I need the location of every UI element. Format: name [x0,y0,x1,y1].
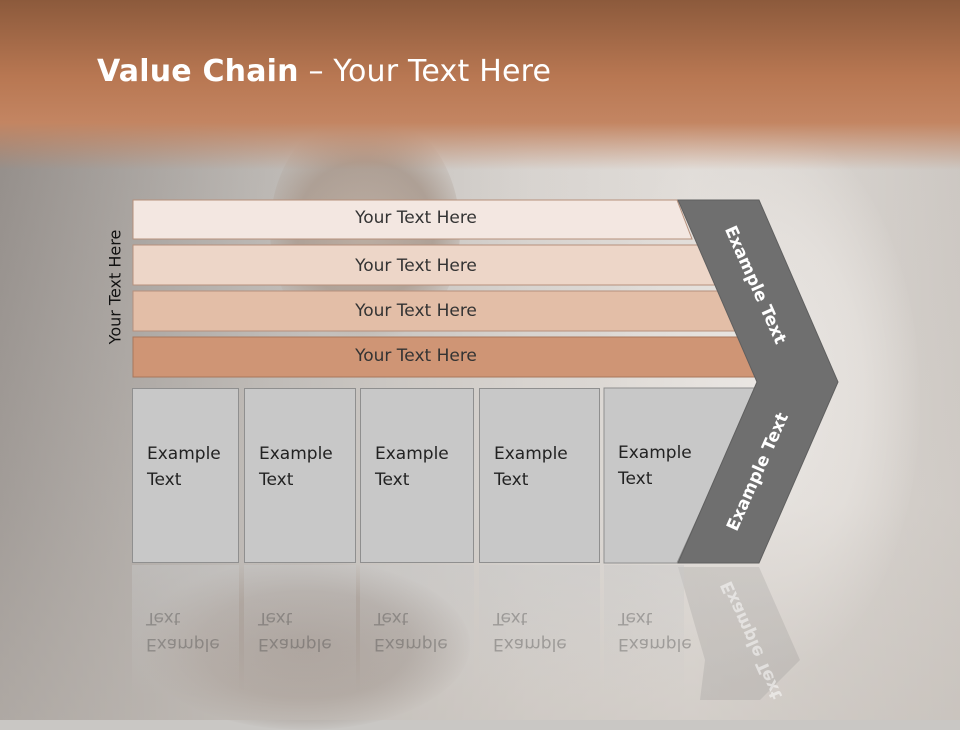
box-4-reflection-text: Example Text [493,605,567,657]
band-label-2: Your Text Here [355,256,477,276]
box-2-reflection-line1: Example [258,634,332,654]
box-4-line1: Example [494,444,568,464]
box-5-shape [603,387,758,564]
box-2-reflection: Example Text [244,565,356,695]
box-3-reflection: Example Text [360,565,474,695]
box-3-reflection-line1: Example [374,634,448,654]
box-3-reflection-line2: Text [374,608,409,628]
box-4-reflection: Example Text [479,565,600,695]
box-3-reflection-text: Example Text [374,605,448,657]
box-1-line1: Example [147,444,221,464]
chevron-arrow-reflection [678,567,800,700]
slide-title-rest: Your Text Here [333,54,552,89]
box-1-reflection-line1: Example [146,634,220,654]
box-2-reflection-line2: Text [258,608,293,628]
box-1-reflection-text: Example Text [146,605,220,657]
box-5-reflection-line2: Text [618,608,653,628]
slide-title-separator: – [298,54,334,89]
band-label-4: Your Text Here [355,346,477,366]
box-1-reflection-line2: Text [146,608,181,628]
box-2-line1: Example [259,444,333,464]
box-1-line2: Text [147,470,182,490]
header-band [0,0,960,170]
box-2-line2: Text [259,470,294,490]
band-label-1: Your Text Here [355,208,477,228]
box-5-line2: Text [618,469,653,489]
chevron-arrow [677,199,839,564]
box-5-reflection-text: Example Text [618,605,692,657]
box-5-line1: Example [618,443,692,463]
box-2-reflection-text: Example Text [258,605,332,657]
box-1-reflection: Example Text [132,565,239,695]
band-1-shape [132,199,693,240]
slide-title: Value Chain – Your Text Here [97,54,551,89]
band-label-3: Your Text Here [355,301,477,321]
box-4-reflection-line2: Text [493,608,528,628]
box-4-reflection-line1: Example [493,634,567,654]
box-3-line2: Text [375,470,410,490]
box-3-line1: Example [375,444,449,464]
slide-title-bold: Value Chain [97,54,299,89]
box-5-reflection-line1: Example [618,634,692,654]
box-5-reflection: Example Text [604,565,692,695]
box-4-line2: Text [494,470,529,490]
